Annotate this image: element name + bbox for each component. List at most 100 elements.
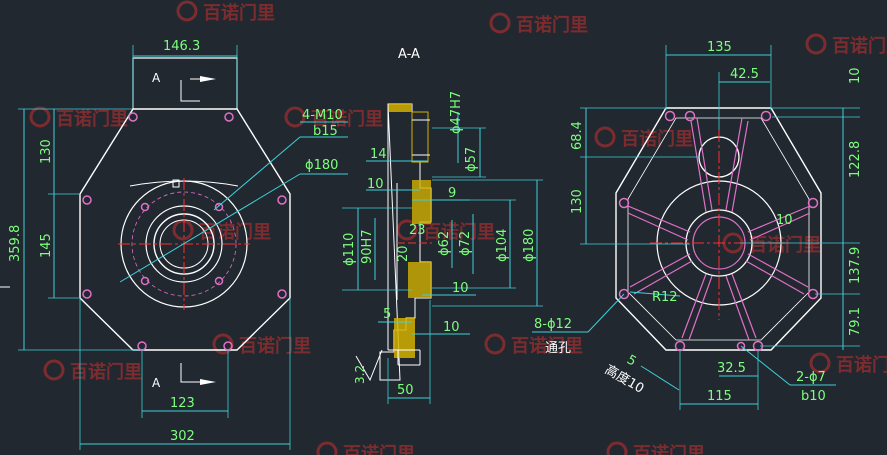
watermark-logo: 百诺门里 xyxy=(594,126,693,150)
front-view: A A 146.3 123 302 359.8 130 145 4 xyxy=(0,39,348,450)
mount-hole xyxy=(82,195,92,205)
section-hatch xyxy=(412,180,431,224)
section-hatch xyxy=(411,111,429,163)
dim-d47h7: ϕ47H7 xyxy=(449,91,464,134)
leader-line xyxy=(629,291,681,297)
watermark-logo: 百诺门里 xyxy=(176,0,275,24)
watermark-text: 百诺门里 xyxy=(836,354,887,376)
dim-right-122-8: 122.8 xyxy=(848,141,863,178)
mount-hole xyxy=(82,289,92,299)
leader-line xyxy=(119,173,301,283)
roughness-symbol xyxy=(355,349,383,382)
dim-thickness-50: 50 xyxy=(397,383,414,398)
section-label-bottom: A xyxy=(152,376,161,390)
leader-line xyxy=(587,293,625,333)
dim-t9: 9 xyxy=(448,186,456,201)
leader-line xyxy=(213,136,301,211)
leader-line xyxy=(640,365,680,391)
dim-d180: ϕ180 xyxy=(522,229,537,262)
front-view-outline xyxy=(79,108,291,351)
section-label-top: A xyxy=(152,71,161,85)
dim-bottom-32-5: 32.5 xyxy=(717,361,746,376)
threaded-hole xyxy=(140,202,150,212)
dim-rib-10: 10 xyxy=(776,213,793,228)
watermark-text: 百诺门里 xyxy=(423,221,495,243)
mount-hole xyxy=(807,197,819,209)
watermark-logo: 百诺门里 xyxy=(805,33,887,57)
callout-thread-depth: b15 xyxy=(313,124,338,139)
bolt-circle xyxy=(131,191,237,297)
mount-hole xyxy=(684,110,696,122)
ribs xyxy=(627,117,811,341)
threaded-hole xyxy=(214,276,224,286)
rear-view: 135 42.5 10 122.8 137.9 79.1 68.4 130 10… xyxy=(532,40,863,410)
section-mark-bottom xyxy=(180,363,200,383)
dim-right-79-1: 79.1 xyxy=(848,307,863,336)
callout-thread: 4-M10 xyxy=(302,108,343,123)
section-hatch xyxy=(394,318,415,358)
section-mark-top xyxy=(180,80,200,102)
dim-t10c: 10 xyxy=(443,320,460,335)
watermark-logo: 百诺门里 xyxy=(29,106,128,130)
callout-through: 通孔 xyxy=(545,341,571,356)
roughness-value: 3.2 xyxy=(353,365,367,384)
watermark-text: 百诺门里 xyxy=(343,443,415,455)
watermark-logo: 百诺门里 xyxy=(172,219,271,243)
dim-top-width: 146.3 xyxy=(163,39,200,54)
mount-hole xyxy=(224,112,234,122)
dim-upper-height: 130 xyxy=(39,139,54,164)
leader-line xyxy=(740,345,791,386)
mount-hole xyxy=(128,112,138,122)
callout-pin-depth: b10 xyxy=(801,389,826,404)
rear-view-inner xyxy=(627,117,810,341)
callout-bolt-circle: ϕ180 xyxy=(305,158,338,173)
dim-bottom-115: 115 xyxy=(707,389,732,404)
dim-d57: ϕ57 xyxy=(464,147,479,172)
dim-top-42-5: 42.5 xyxy=(730,67,759,82)
mount-hole xyxy=(277,289,287,299)
dim-t10b: 10 xyxy=(452,281,469,296)
watermark-text: 百诺门里 xyxy=(621,128,693,150)
dim-bottom-width: 123 xyxy=(170,396,195,411)
dim-t10a: 10 xyxy=(367,177,384,192)
watermark-logo: 百诺门里 xyxy=(284,106,383,130)
section-title: A-A xyxy=(398,47,420,62)
mount-hole xyxy=(760,110,772,122)
mount-hole xyxy=(618,288,630,300)
dim-t14: 14 xyxy=(370,147,387,162)
dim-top-135: 135 xyxy=(707,40,732,55)
mount-hole xyxy=(664,110,676,122)
watermark-logo: 百诺门里 xyxy=(606,441,705,455)
watermark-text: 百诺门里 xyxy=(516,14,588,36)
dim-d104: ϕ104 xyxy=(495,229,510,262)
dim-d72: ϕ72 xyxy=(458,231,473,256)
dim-right-10: 10 xyxy=(848,67,863,84)
pin-hole xyxy=(736,341,746,351)
mount-hole xyxy=(618,197,630,209)
rear-view-outline xyxy=(615,107,822,351)
watermark-text: 百诺门里 xyxy=(56,108,128,130)
watermark-layer: 百诺门里 百诺门里 百诺门里 百诺门里 百诺门里 百诺门里 百诺门里 百诺门里 xyxy=(29,0,887,455)
dim-d90h7: 90H7 xyxy=(360,229,375,264)
dim-left-68-4: 68.4 xyxy=(570,121,585,150)
watermark-text: 百诺门里 xyxy=(511,335,583,357)
section-arrow-top xyxy=(200,76,216,82)
watermark-text: 百诺门里 xyxy=(199,221,271,243)
dim-t23: 23 xyxy=(409,223,426,238)
section-hatch xyxy=(388,104,412,112)
watermark-logo: 百诺门里 xyxy=(484,333,583,357)
dim-d20: 20 xyxy=(396,245,411,262)
watermark-text: 百诺门里 xyxy=(239,335,311,357)
dim-d62: ϕ62 xyxy=(437,231,452,256)
mount-hole xyxy=(277,195,287,205)
watermark-logo: 百诺门里 xyxy=(396,219,495,243)
callout-pin-holes: 2-ϕ7 xyxy=(796,370,826,385)
watermark-logo: 百诺门里 xyxy=(809,352,887,376)
watermark-logo: 百诺门里 xyxy=(316,441,415,455)
watermark-text: 百诺门里 xyxy=(832,35,887,57)
watermark-logo: 百诺门里 xyxy=(43,359,142,383)
dim-lower-height: 145 xyxy=(39,233,54,258)
dim-overall-width: 302 xyxy=(170,429,195,444)
section-view: A-A ϕ47H7 ϕ57 ϕ110 90H7 ϕ62 ϕ72 xyxy=(342,47,543,404)
key-slot xyxy=(172,179,180,188)
